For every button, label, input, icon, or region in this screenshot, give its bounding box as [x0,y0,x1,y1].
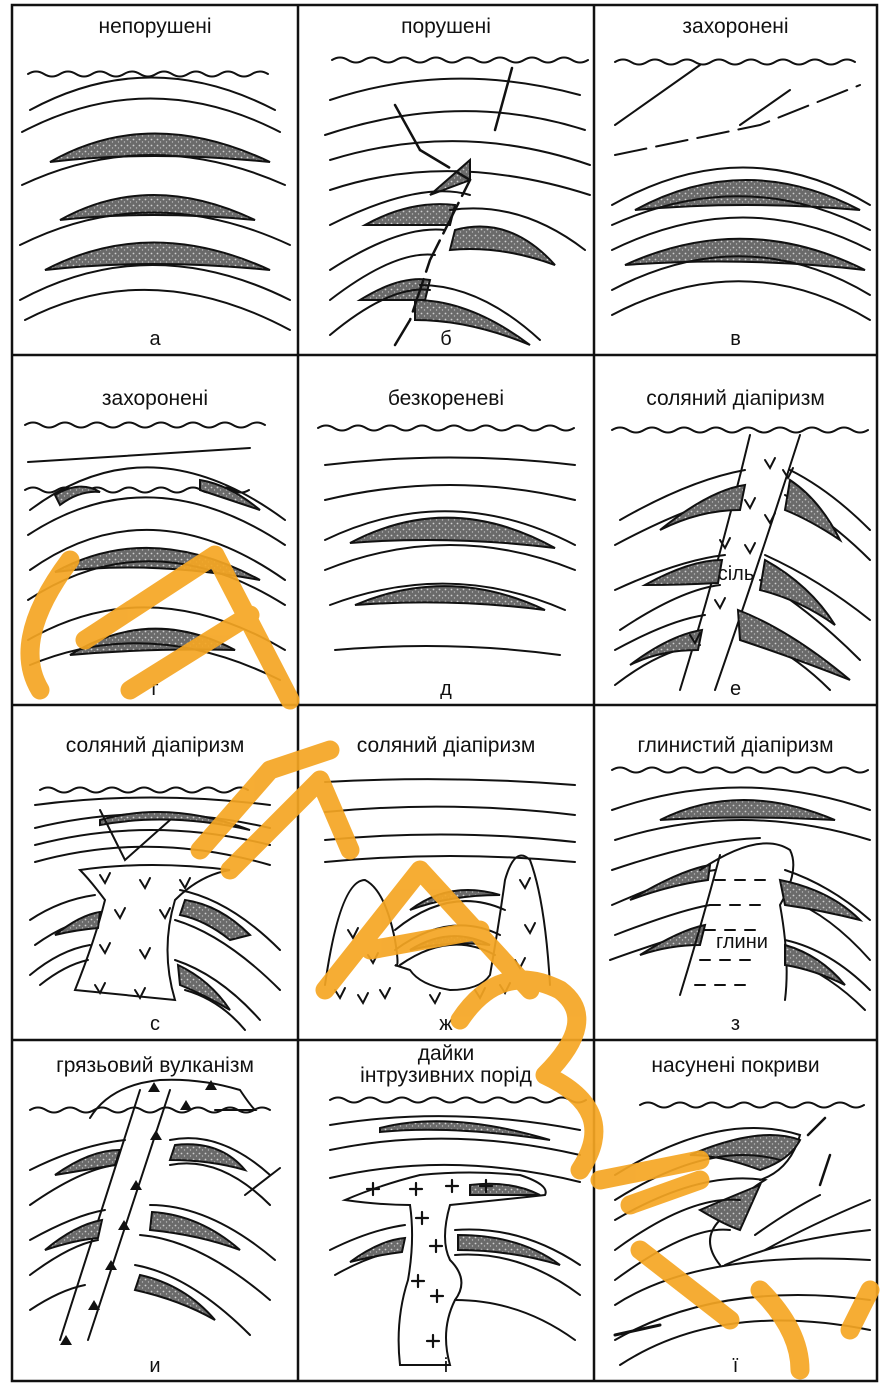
panel-letter: а [149,328,161,350]
panel-title: соляний діапіризм [66,734,245,757]
panel-title: інтрузивних порід [360,1064,532,1087]
panel-letter: и [149,1355,160,1377]
panel-title: захоронені [682,15,788,38]
panel-letter: ї [732,1355,739,1377]
panel-i-intrusive-dykes [330,1098,586,1366]
watermark-letter-4 [325,870,530,990]
panel-title: захоронені [102,387,208,410]
panel-i-mud-volcano [30,1080,280,1345]
panel-b-faulted [325,58,590,346]
panel-z-clay-diapir [610,768,870,1011]
watermark-letter-1 [30,560,70,690]
panel-title: грязьовий вулканізм [56,1054,254,1077]
watermark-letter-2 [85,555,290,700]
watermark-letter-7 [760,1290,870,1370]
panel-yi-thrust-sheets [615,1103,870,1366]
panel-inner-label: глини [716,931,768,953]
panel-inner-label: сіль [718,563,755,585]
panel-v-buried [612,60,870,321]
panel-d-rootless [318,426,575,656]
panel-title: насунені покриви [651,1054,819,1077]
panel-letter: з [731,1013,740,1035]
panel-letter: і [444,1355,448,1377]
panel-title: безкореневі [388,387,504,410]
panel-title: порушені [401,15,491,38]
panel-g-buried [25,423,285,681]
panel-letter: ж [439,1013,453,1035]
panel-s-salt-diapir [30,788,280,1031]
panel-title: соляний діапіризм [646,387,825,410]
panel-e-salt-diapir [612,428,870,691]
panel-title: соляний діапіризм [357,734,536,757]
panel-title: дайки [418,1042,475,1065]
watermark-letter-3 [200,750,350,870]
panel-title: глинистий діапіризм [637,734,833,757]
salt-symbols [95,873,190,998]
panel-letter: в [730,328,741,350]
panel-letter: е [730,678,741,700]
panel-a-undisturbed [20,72,290,331]
panel-letter: д [440,678,452,700]
panel-letter: с [150,1013,160,1035]
panel-letter: б [440,328,451,350]
panel-title: непорушені [98,15,211,38]
